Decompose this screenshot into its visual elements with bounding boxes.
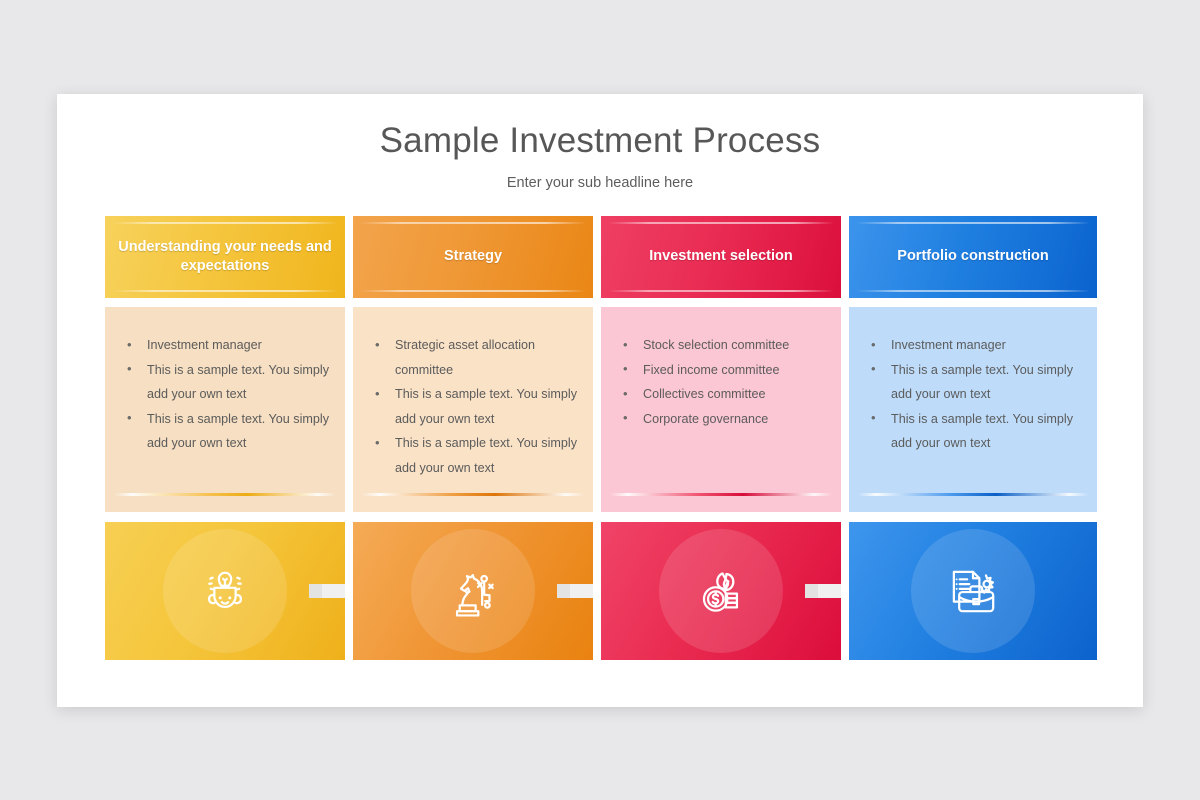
bullet-list-3: Stock selection committee Fixed income c… xyxy=(617,333,825,431)
icon-tile-1[interactable] xyxy=(105,522,345,660)
list-item: This is a sample text. You simply add yo… xyxy=(865,357,1081,407)
page-subtitle: Enter your sub headline here xyxy=(506,175,694,192)
icon-tile-cell-2 xyxy=(353,522,601,660)
process-column-2[interactable]: Strategy Strategic asset allocation comm… xyxy=(353,216,601,512)
list-item: Investment manager xyxy=(121,333,329,358)
list-item: This is a sample text. You simply add yo… xyxy=(369,431,577,480)
icon-backdrop-circle xyxy=(411,529,535,653)
accent-divider xyxy=(610,493,832,496)
list-item: This is a sample text. You simply add yo… xyxy=(865,406,1081,456)
briefcase-document-gear-icon xyxy=(939,557,1007,625)
page-title: Sample Investment Process xyxy=(379,121,821,160)
arrow-right-icon xyxy=(805,572,841,610)
process-columns: Understanding your needs and expectation… xyxy=(105,216,1097,512)
column-body-1: Investment manager This is a sample text… xyxy=(105,307,345,512)
coin-plant-growth-icon xyxy=(687,557,755,625)
bullet-list-4: Investment manager This is a sample text… xyxy=(865,333,1081,456)
process-column-1[interactable]: Understanding your needs and expectation… xyxy=(105,216,353,512)
column-header-label: Investment selection xyxy=(649,248,793,265)
bullet-list-2: Strategic asset allocation committee Thi… xyxy=(369,332,577,481)
icon-backdrop-circle xyxy=(659,529,783,653)
heading-block: Sample Investment Process Enter your sub… xyxy=(57,120,1143,191)
accent-divider xyxy=(858,493,1088,496)
list-item: Stock selection committee xyxy=(617,333,825,358)
icon-tile-4[interactable] xyxy=(849,522,1097,660)
list-item: Collectives committee xyxy=(617,382,825,407)
accent-divider xyxy=(362,493,584,496)
list-item: This is a sample text. You simply add yo… xyxy=(369,382,577,431)
arrow-right-icon xyxy=(309,572,345,610)
list-item: Strategic asset allocation committee xyxy=(369,332,577,382)
slide-canvas: Sample Investment Process Enter your sub… xyxy=(57,94,1143,707)
icon-tile-cell-1 xyxy=(105,522,353,660)
arrow-right-icon xyxy=(557,572,593,610)
accent-divider xyxy=(114,493,336,496)
head-lightbulb-idea-icon xyxy=(191,557,259,625)
list-item: This is a sample text. You simply add yo… xyxy=(121,357,329,407)
column-header-1[interactable]: Understanding your needs and expectation… xyxy=(105,216,345,298)
list-item: Fixed income committee xyxy=(617,357,825,383)
column-body-4: Investment manager This is a sample text… xyxy=(849,307,1097,512)
process-column-4[interactable]: Portfolio construction Investment manage… xyxy=(849,216,1097,512)
icon-tile-3[interactable] xyxy=(601,522,841,660)
list-item: Corporate governance xyxy=(617,406,825,432)
column-header-label: Portfolio construction xyxy=(897,248,1049,265)
process-column-3[interactable]: Investment selection Stock selection com… xyxy=(601,216,849,512)
column-body-2: Strategic asset allocation committee Thi… xyxy=(353,307,593,512)
icon-tile-cell-4 xyxy=(849,522,1097,660)
icon-backdrop-circle xyxy=(163,529,287,653)
list-item: Investment manager xyxy=(865,333,1081,358)
column-header-2[interactable]: Strategy xyxy=(353,216,593,298)
column-body-3: Stock selection committee Fixed income c… xyxy=(601,307,841,512)
bullet-list-1: Investment manager This is a sample text… xyxy=(121,333,329,456)
column-header-label: Strategy xyxy=(443,248,503,265)
column-header-4[interactable]: Portfolio construction xyxy=(849,216,1097,298)
icon-tile-row xyxy=(105,522,1097,660)
list-item: This is a sample text. You simply add yo… xyxy=(121,406,329,456)
chess-knight-strategy-icon xyxy=(439,557,507,625)
icon-tile-cell-3 xyxy=(601,522,849,660)
icon-tile-2[interactable] xyxy=(353,522,593,660)
column-header-label: Understanding your needs and expectation… xyxy=(118,238,332,274)
column-header-3[interactable]: Investment selection xyxy=(601,216,841,298)
